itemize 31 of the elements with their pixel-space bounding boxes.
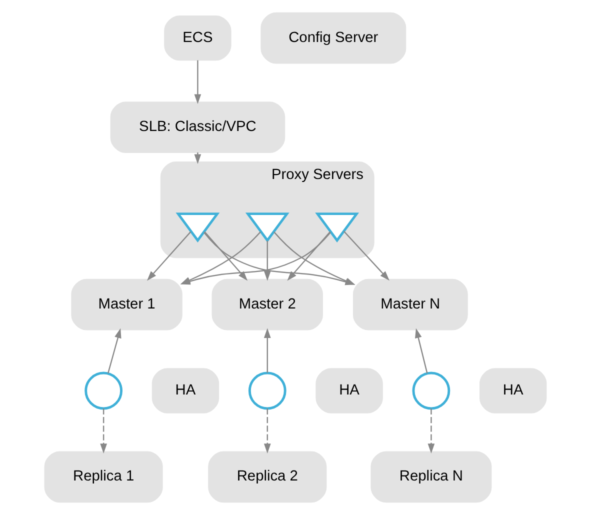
arrow	[100, 408, 107, 454]
arrow	[287, 231, 331, 281]
node-icon	[315, 212, 360, 242]
node-box: Config Server	[260, 12, 406, 64]
arrow	[264, 328, 271, 373]
arrow	[264, 408, 271, 454]
node-box: SLB: Classic/VPC	[110, 102, 286, 153]
arrow	[343, 230, 390, 281]
node-box: HA	[316, 368, 383, 414]
node-box: HA	[479, 368, 547, 414]
node-icon	[245, 212, 290, 242]
arrow	[204, 231, 248, 281]
node-box: Master 1	[71, 278, 182, 330]
arrow	[146, 231, 192, 281]
node-box: Master 2	[212, 278, 323, 330]
node-box: HA	[152, 368, 220, 414]
node-box: Replica 1	[44, 451, 163, 503]
node-circle	[412, 372, 450, 410]
arrow	[415, 328, 428, 374]
node-icon	[176, 212, 220, 242]
node-circle	[248, 372, 286, 410]
node-box: Master N	[352, 278, 468, 330]
node-circle	[84, 372, 123, 410]
arrow	[428, 408, 435, 454]
node-box: Replica 2	[208, 451, 327, 503]
node-box: Replica N	[370, 451, 492, 503]
arrow	[107, 328, 122, 374]
arrow	[194, 60, 202, 104]
cluster: Proxy Servers	[160, 162, 374, 258]
arrow	[264, 240, 271, 281]
node-box: ECS	[164, 15, 232, 61]
